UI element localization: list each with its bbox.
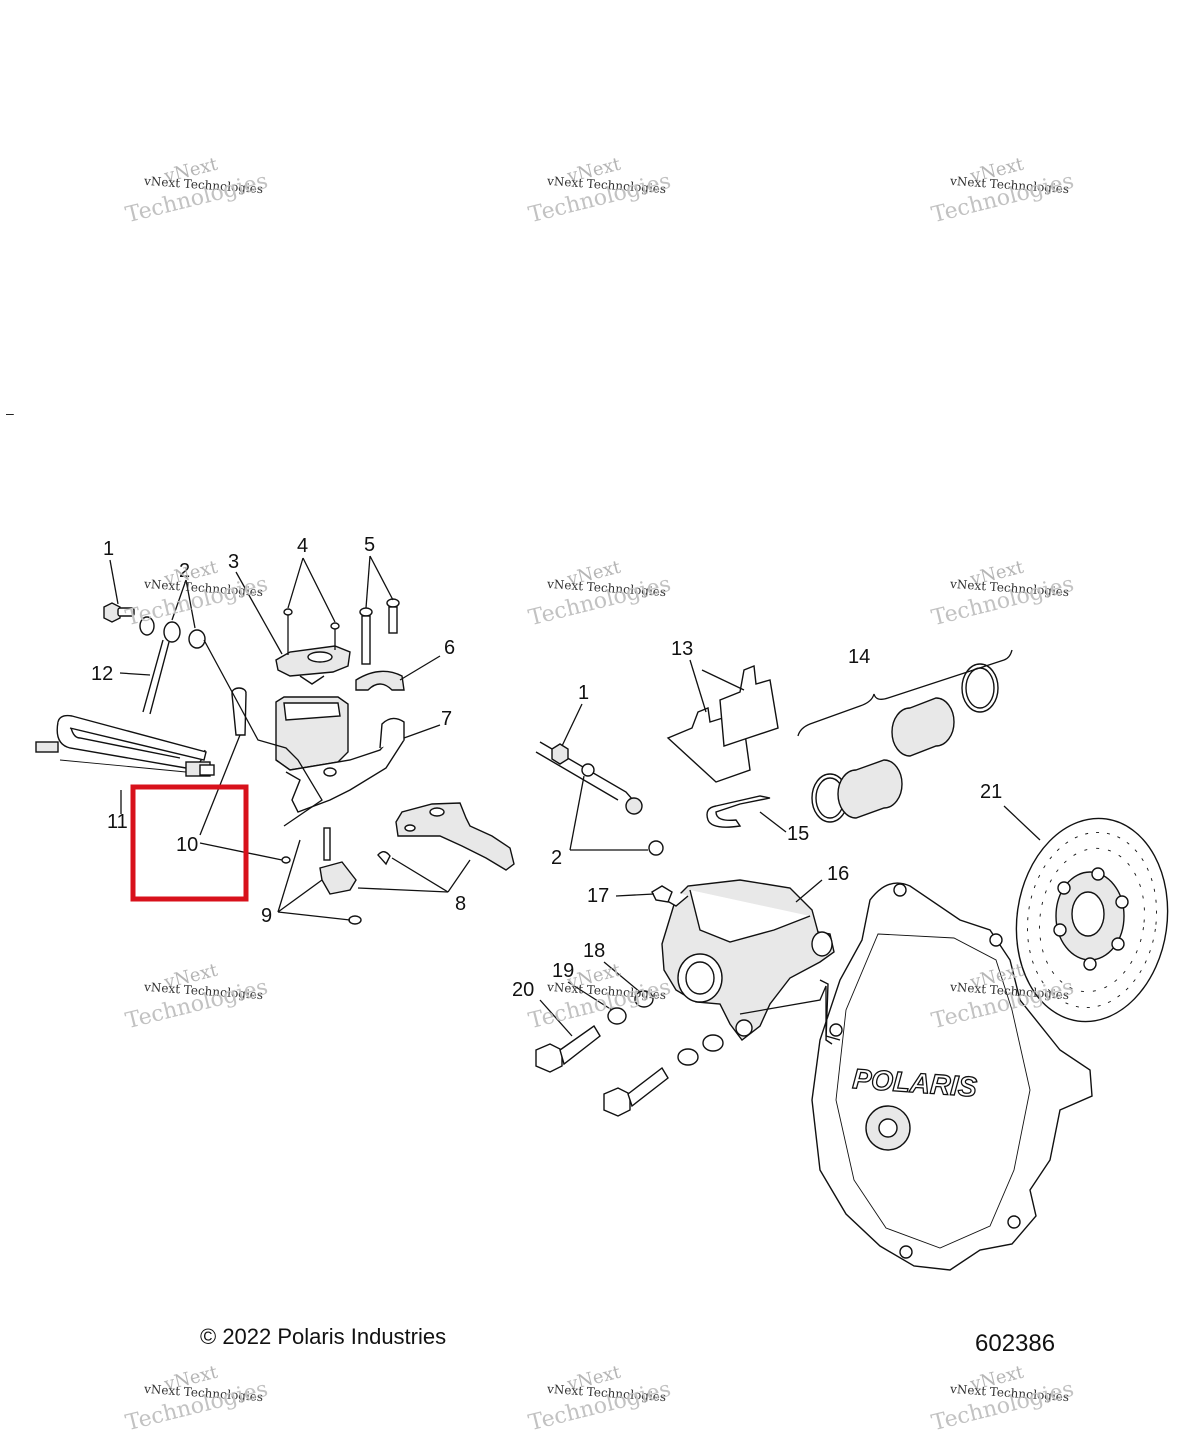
caliper-pistons <box>797 649 1013 823</box>
callout-17: 17 <box>587 885 609 907</box>
margin-mark: – <box>6 405 14 421</box>
diagram-part-number: 602386 <box>975 1330 1056 1357</box>
crush-washer <box>188 629 206 649</box>
callout-1-caliper: 1 <box>578 682 589 704</box>
master-cylinder-assembly <box>35 555 515 925</box>
banjo-fitting <box>625 797 643 815</box>
small-washer <box>281 856 291 864</box>
callout-13: 13 <box>671 638 693 660</box>
callout-15: 15 <box>787 823 809 845</box>
callout-2: 2 <box>179 560 190 582</box>
crush-washer <box>581 763 595 777</box>
callout-11: 11 <box>107 811 128 833</box>
caliper-bolts <box>535 1024 669 1117</box>
washer <box>677 1048 699 1066</box>
callout-14: 14 <box>848 646 870 668</box>
clamp-screws <box>359 598 400 665</box>
crush-washer <box>139 616 155 636</box>
caliper-body <box>661 879 835 1041</box>
callout-8: 8 <box>455 893 466 915</box>
caliper-assembly: POLARIS <box>535 649 1169 1271</box>
callout-16: 16 <box>827 863 849 885</box>
brake-switch-harness <box>35 714 215 777</box>
callout-7: 7 <box>441 708 452 730</box>
reservoir-cap <box>275 645 351 685</box>
banjo-bolt <box>551 743 569 765</box>
callout-1: 1 <box>103 538 114 560</box>
copyright-notice: © 2022 Polaris Industries <box>200 1324 447 1349</box>
washer <box>634 990 654 1008</box>
callout-3: 3 <box>228 551 239 573</box>
brake-hose <box>142 621 181 715</box>
cap-screws <box>283 608 340 655</box>
callout-2-caliper: 2 <box>551 847 562 869</box>
callout-9: 9 <box>261 905 272 927</box>
clamp-half <box>355 670 405 691</box>
brake-rotor <box>1015 817 1169 1023</box>
callout-4: 4 <box>297 535 308 557</box>
gear-case-cover: POLARIS <box>811 882 1093 1271</box>
callout-21: 21 <box>980 781 1002 803</box>
callout-labels: 1 2 3 4 5 6 7 8 9 10 11 12 1 2 13 14 15 … <box>91 534 1002 1001</box>
callout-19: 19 <box>552 960 574 982</box>
banjo-bolt <box>103 602 135 623</box>
highlight-box <box>130 784 249 902</box>
leader-lines-right <box>539 659 1041 1041</box>
callout-18: 18 <box>583 940 605 962</box>
crush-washer <box>648 840 664 856</box>
callout-6: 6 <box>444 637 455 659</box>
callout-12: 12 <box>91 663 113 685</box>
master-cylinder-body <box>275 696 405 813</box>
brake-pads <box>666 665 779 783</box>
callout-20: 20 <box>512 979 534 1001</box>
callout-5: 5 <box>364 534 375 556</box>
washer <box>607 1007 627 1025</box>
brake-lever <box>395 802 515 871</box>
lever-hardware <box>319 827 391 925</box>
callout-10: 10 <box>176 834 198 856</box>
bleeder-valve <box>651 885 673 903</box>
leader-lines-left <box>109 555 471 921</box>
pad-clip <box>706 795 771 828</box>
washer <box>702 1034 724 1052</box>
